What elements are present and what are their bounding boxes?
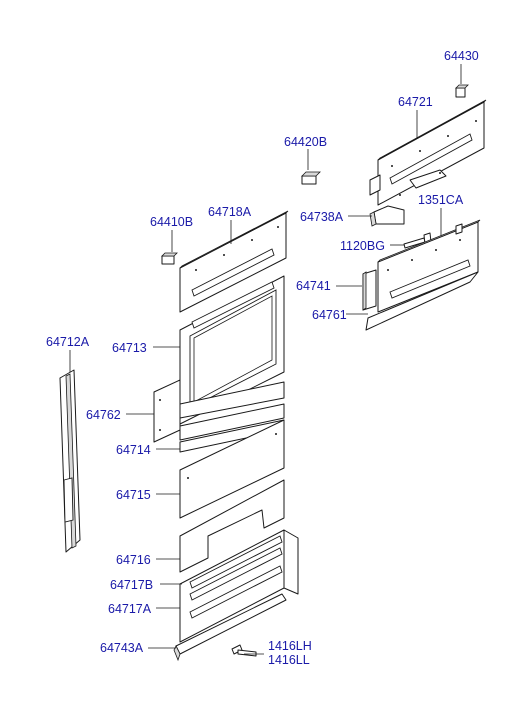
label-1120BG: 1120BG (340, 239, 385, 253)
part-64743A-sill (173, 593, 287, 662)
label-64762: 64762 (86, 408, 121, 422)
part-64420B-block (301, 171, 321, 185)
label-64714: 64714 (116, 443, 151, 457)
label-64718A: 64718A (208, 205, 252, 219)
label-64741: 64741 (296, 279, 331, 293)
part-64410B-clip (161, 252, 178, 265)
part-64714-strip (179, 381, 285, 453)
part-64713-window-panel (179, 275, 285, 425)
label-64430: 64430 (444, 49, 479, 63)
label-1416LL: 1416LL (268, 653, 310, 667)
label-64721: 64721 (398, 95, 433, 109)
label-64743A: 64743A (100, 641, 144, 655)
label-64716: 64716 (116, 553, 151, 567)
part-1416-fastener (231, 644, 257, 657)
part-64721-rail (369, 99, 487, 206)
part-64718A-upper-panel (179, 210, 289, 313)
label-1416LH: 1416LH (268, 639, 312, 653)
label-64410B: 64410B (150, 215, 193, 229)
label-64717B: 64717B (110, 578, 153, 592)
part-64716-cutout-panel (179, 479, 285, 573)
label-64738A: 64738A (300, 210, 344, 224)
label-64713: 64713 (112, 341, 147, 355)
part-64738A-bracket (369, 205, 405, 227)
part-64741-strap (362, 269, 377, 311)
part-64762-plate (153, 379, 181, 443)
label-64712A: 64712A (46, 335, 90, 349)
part-64715-panel (179, 419, 285, 519)
part-64717-lower-panel (179, 529, 299, 643)
part-64430-clip (455, 84, 469, 98)
label-64761: 64761 (312, 308, 347, 322)
label-64420B: 64420B (284, 135, 327, 149)
label-1351CA: 1351CA (418, 193, 464, 207)
part-64761-panel (365, 219, 481, 331)
part-64712A-pillar (59, 369, 81, 553)
label-64715: 64715 (116, 488, 151, 502)
label-64717A: 64717A (108, 602, 152, 616)
